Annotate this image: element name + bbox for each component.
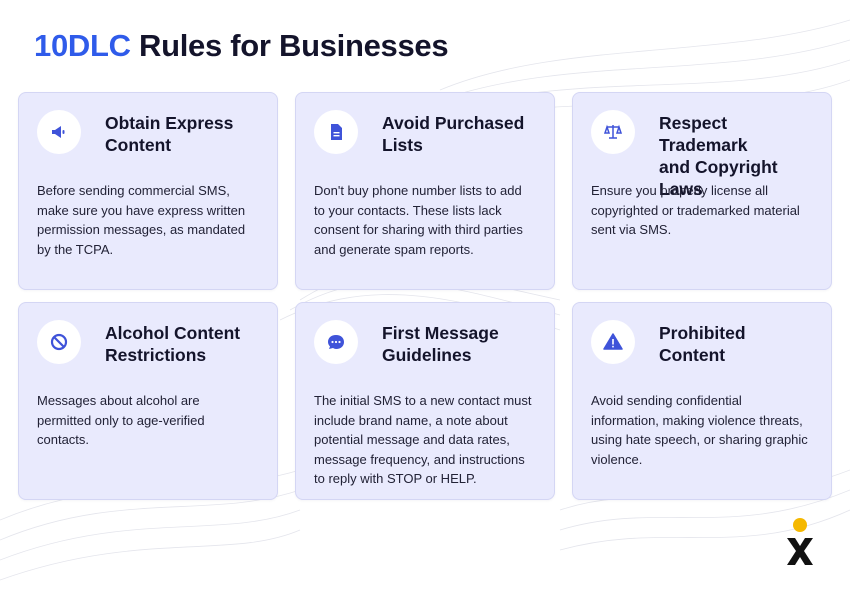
card-body: Before sending commercial SMS, make sure… — [37, 183, 246, 257]
card-title: Prohibited Content — [659, 323, 746, 365]
card-body: Don't buy phone number lists to add to y… — [314, 183, 523, 257]
megaphone-icon — [37, 110, 81, 154]
scales-icon — [591, 110, 635, 154]
page-title-rest: Rules for Businesses — [130, 28, 449, 63]
rule-card-purchased-lists: Avoid Purchased Lists Don't buy phone nu… — [295, 92, 555, 290]
card-title: Avoid Purchased Lists — [382, 113, 525, 155]
rule-card-trademark: Respect Trademark and Copyright Laws Ens… — [572, 92, 832, 290]
rule-card-express-consent: Obtain Express Content Before sending co… — [18, 92, 278, 290]
warning-icon — [591, 320, 635, 364]
card-title: Alcohol Content Restrictions — [105, 323, 241, 365]
rule-card-alcohol: Alcohol Content Restrictions Messages ab… — [18, 302, 278, 500]
rules-grid: Obtain Express Content Before sending co… — [18, 92, 832, 500]
card-title: First Message Guidelines — [382, 323, 499, 365]
chat-bubble-icon — [314, 320, 358, 364]
rule-card-first-message: First Message Guidelines The initial SMS… — [295, 302, 555, 500]
card-body: Avoid sending confidential information, … — [591, 393, 808, 467]
page-title: 10DLC Rules for Businesses — [34, 28, 449, 64]
page-title-accent: 10DLC — [34, 28, 131, 63]
card-title: Respect Trademark and Copyright Laws — [659, 113, 778, 199]
card-title: Obtain Express Content — [105, 113, 234, 155]
prohibited-icon — [37, 320, 81, 364]
rule-card-prohibited-content: Prohibited Content Avoid sending confide… — [572, 302, 832, 500]
x-logo-icon — [787, 518, 813, 565]
card-body: Messages about alcohol are permitted onl… — [37, 393, 205, 447]
document-icon — [314, 110, 358, 154]
card-body: Ensure you properly license all copyrigh… — [591, 183, 800, 237]
card-body: The initial SMS to a new contact must in… — [314, 393, 532, 486]
